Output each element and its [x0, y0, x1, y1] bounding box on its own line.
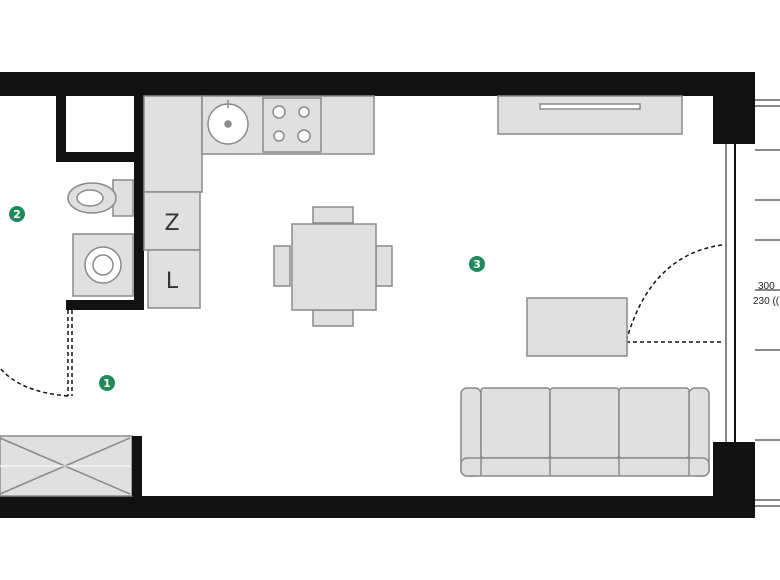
washer-drum [84, 246, 122, 284]
bathroom-walls [56, 96, 144, 310]
wall-bottom [0, 496, 755, 518]
toilet-icon [67, 179, 134, 217]
cabinet-label-upper: Z [164, 211, 179, 236]
balcony-door [625, 244, 723, 343]
sofa-cushion-1 [480, 387, 551, 459]
sofa-icon [460, 387, 710, 477]
room-marker-2: 2 [9, 206, 25, 222]
burner-2 [298, 106, 310, 118]
bathroom-wall-bottom [66, 300, 144, 310]
burner-3 [273, 130, 285, 142]
stove-body [262, 97, 322, 153]
burner-1 [272, 105, 286, 119]
chair-top [312, 206, 354, 224]
kitchen-cabinet-upper [143, 191, 201, 251]
bathroom-wall-right [134, 96, 144, 310]
sink-drain [224, 120, 232, 128]
outer-walls [0, 72, 755, 518]
burner-4 [297, 129, 311, 143]
entrance-wardrobe [0, 435, 142, 497]
wall-right-upper [713, 72, 755, 144]
chair-left [273, 245, 291, 287]
wardrobe-icon [497, 95, 683, 135]
chair-right [375, 245, 393, 287]
sofa-back [460, 457, 710, 477]
balcony-window [725, 99, 780, 507]
bathroom-door-swing [0, 367, 69, 397]
shaft-wall-left [56, 96, 66, 162]
cabinet-labels: Z L [164, 211, 179, 294]
sofa-cushion-3 [618, 387, 690, 459]
washing-machine-icon [72, 233, 134, 297]
room-marker-3: 3 [469, 256, 485, 272]
bathroom-door [0, 310, 73, 397]
entrance-wardrobe-wall [132, 436, 142, 496]
dimension-labels: 300 230 (( [753, 281, 780, 307]
room-marker-text: 1 [103, 377, 111, 390]
stove-icon [262, 97, 322, 153]
sink-icon [207, 100, 249, 145]
balcony-door-swing [625, 244, 723, 343]
wardrobe-body [497, 95, 683, 135]
room-marker-circle [99, 375, 115, 391]
sofa-cushion-2 [549, 387, 620, 459]
dimension-line-2: 230 (( [753, 296, 780, 307]
cabinet-label-lower: L [166, 269, 179, 294]
desk-icon [526, 297, 628, 357]
dimension-line-1: 300 [758, 281, 775, 292]
wall-right-lower [713, 442, 755, 518]
kitchen-cabinet-lower [147, 249, 201, 309]
washer-drum-inner [92, 254, 114, 276]
wall-top [0, 72, 755, 96]
room-marker-circle [9, 206, 25, 222]
kitchen-counter-left [143, 95, 203, 193]
room-marker-text: 2 [13, 208, 21, 221]
room-marker-1: 1 [99, 375, 115, 391]
dining-table-icon [273, 206, 393, 327]
room-marker-circle [469, 256, 485, 272]
room-marker-text: 3 [473, 258, 481, 271]
chair-bottom [312, 309, 354, 327]
shaft-wall-bottom [56, 152, 144, 162]
table-top [291, 223, 377, 311]
wardrobe-rail [539, 103, 641, 110]
toilet-seat [76, 189, 104, 207]
